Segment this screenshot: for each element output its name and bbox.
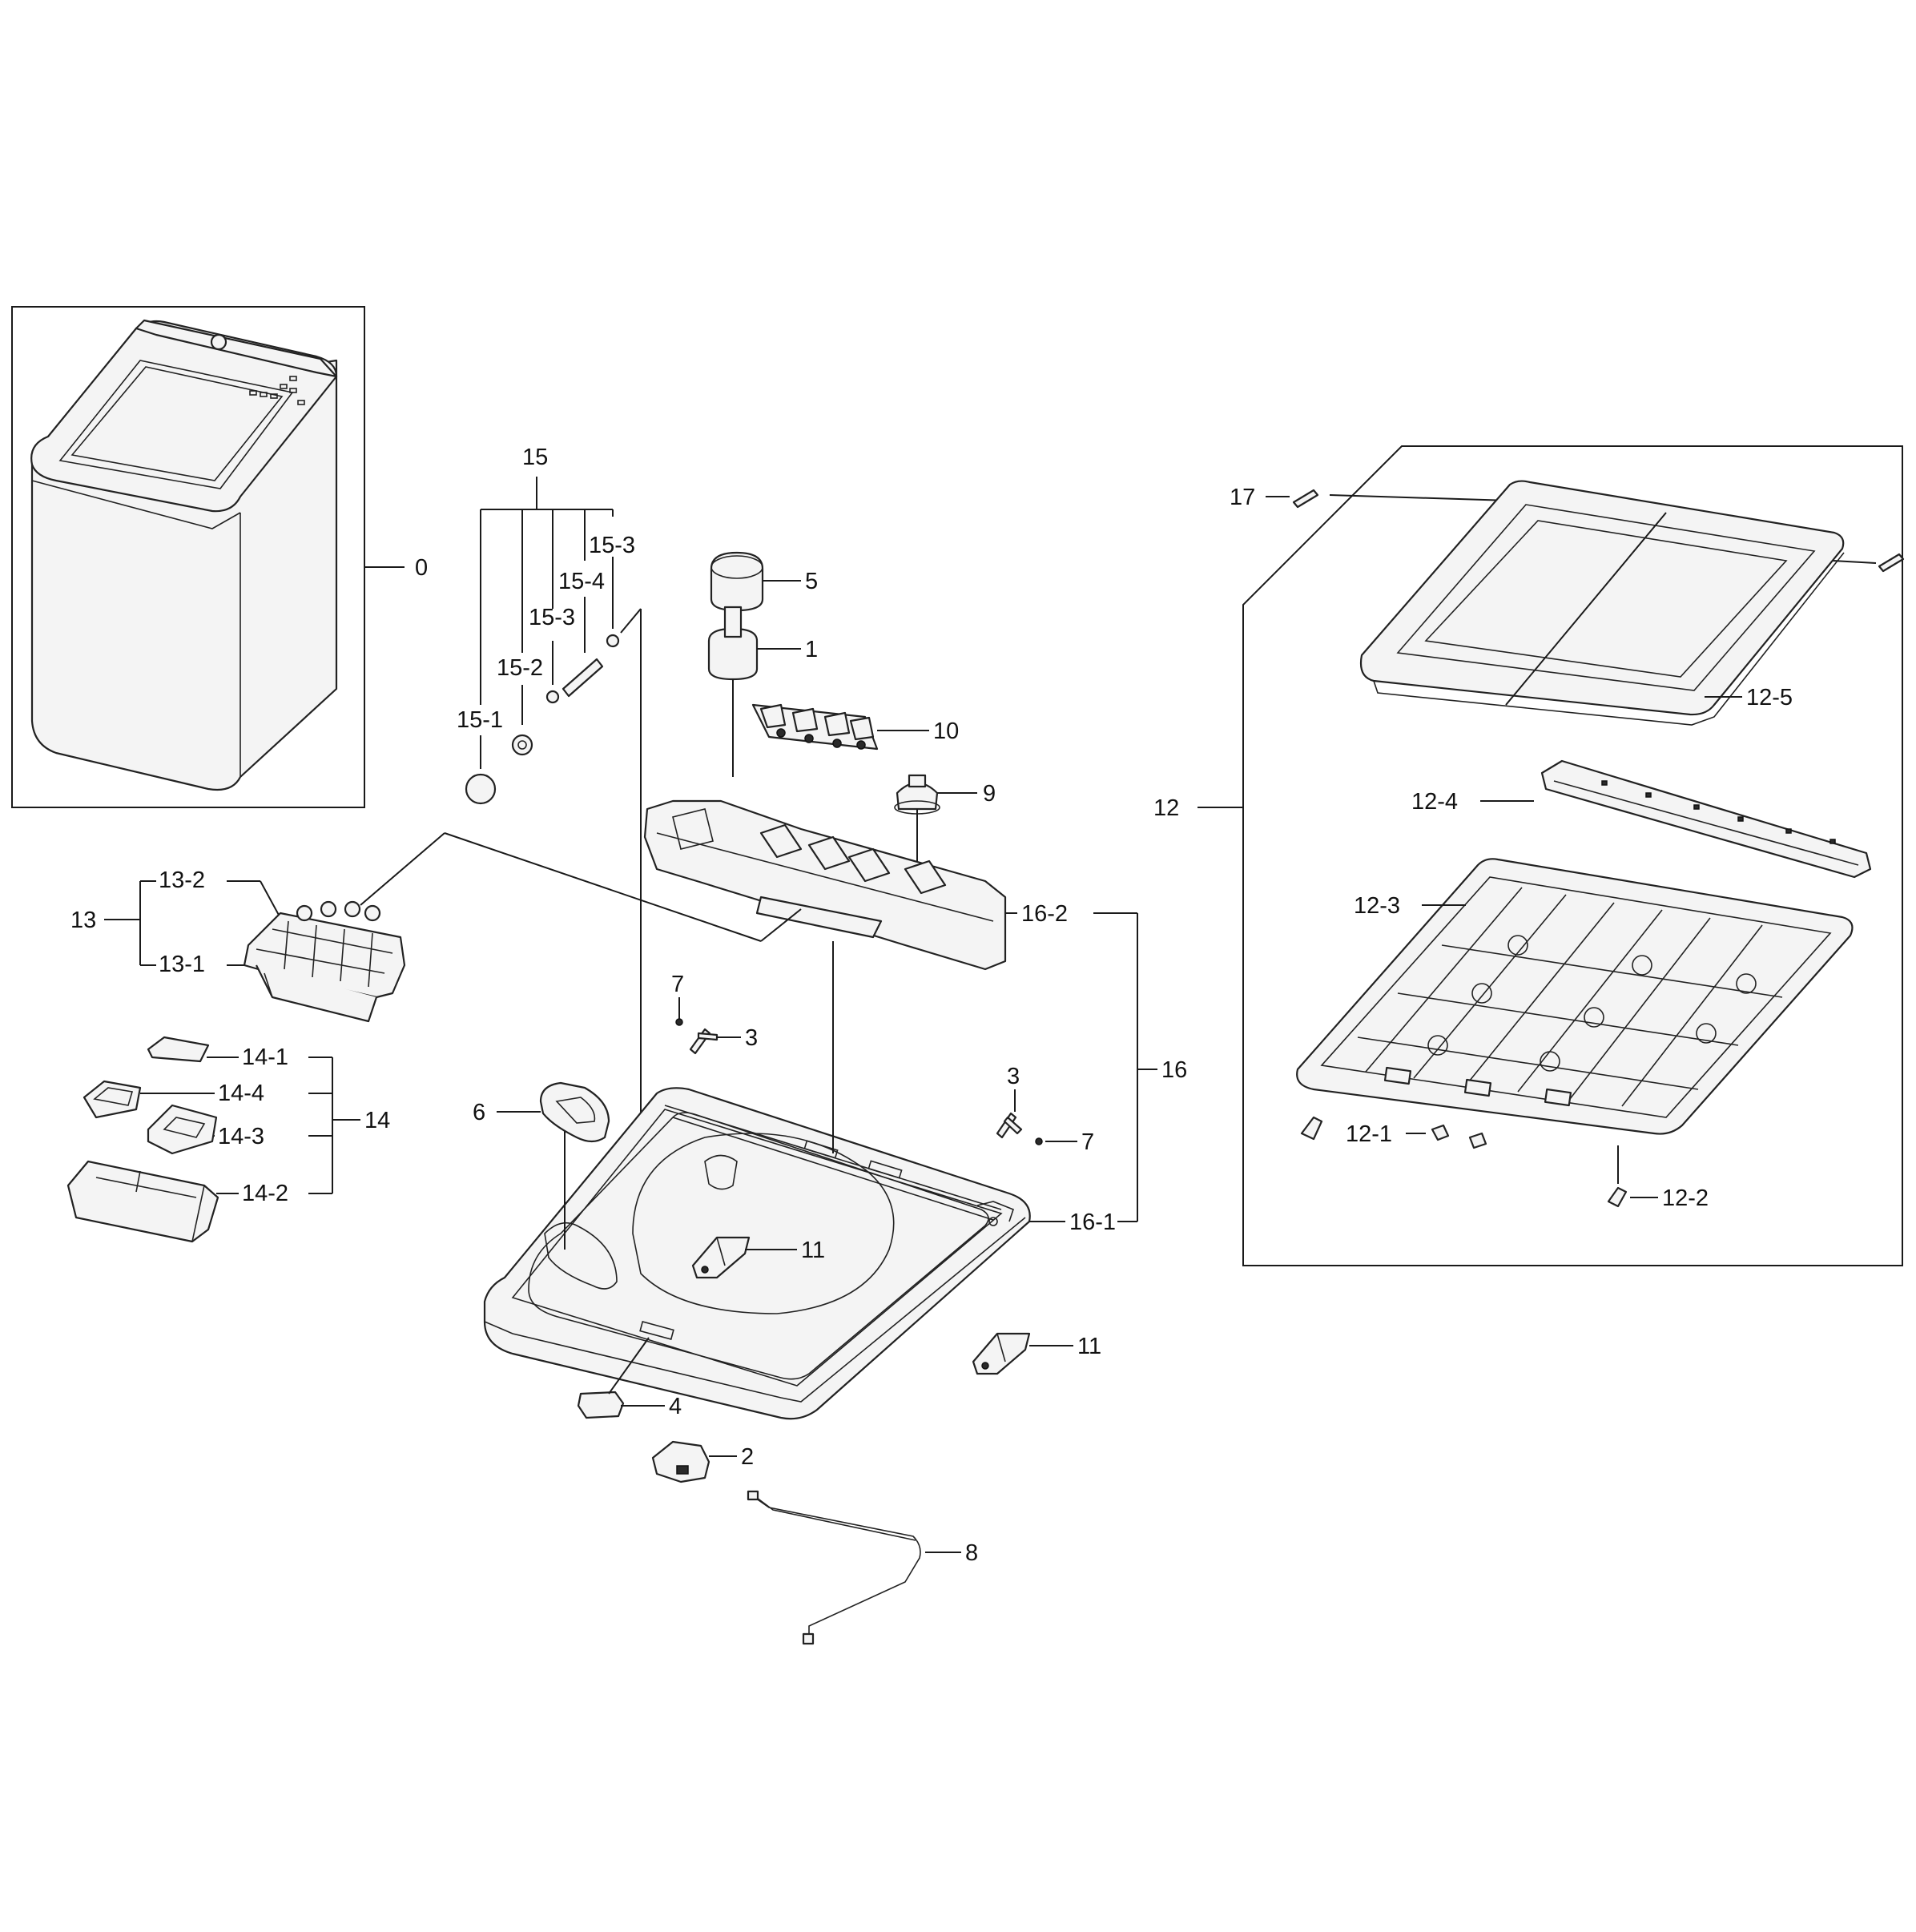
label-12-1: 12-1 xyxy=(1346,1121,1392,1147)
label-15-4: 15-4 xyxy=(558,569,605,594)
label-3-left: 3 xyxy=(745,1025,758,1051)
label-14-3: 14-3 xyxy=(218,1124,264,1149)
label-12: 12 xyxy=(1153,795,1179,821)
label-11-inner: 11 xyxy=(801,1238,825,1263)
label-14-4: 14-4 xyxy=(218,1081,264,1106)
hinge-rail-12-4 xyxy=(1480,759,1872,879)
hinge-pin-3-left xyxy=(689,1028,741,1055)
door-lock-2 xyxy=(651,1440,737,1483)
label-13-1: 13-1 xyxy=(159,952,205,977)
label-10: 10 xyxy=(933,718,959,744)
hose-nut-15-2 xyxy=(511,734,533,756)
label-14-2: 14-2 xyxy=(242,1181,288,1206)
drawer-tray-14-2 xyxy=(66,1160,219,1243)
drawer-insert-14-3 xyxy=(147,1104,218,1155)
hinge-bracket-11-inner xyxy=(691,1236,797,1279)
label-5: 5 xyxy=(805,569,818,594)
label-8: 8 xyxy=(965,1540,978,1566)
label-14: 14 xyxy=(364,1108,390,1133)
pressure-sensor-9 xyxy=(894,774,977,873)
label-12-3: 12-3 xyxy=(1354,893,1400,919)
hinge-pins-17 xyxy=(1266,489,1905,573)
drawer-14 xyxy=(66,1036,219,1243)
lid-frame-12-3 xyxy=(1296,858,1854,1135)
switch-block-10 xyxy=(751,703,929,751)
label-16: 16 xyxy=(1161,1057,1187,1083)
lid-glass-12-5 xyxy=(1359,480,1845,726)
label-7-left: 7 xyxy=(671,972,684,997)
knob-5 xyxy=(710,551,801,612)
bleach-cup-6 xyxy=(497,1081,610,1143)
label-15-2: 15-2 xyxy=(497,655,543,681)
label-13: 13 xyxy=(70,908,96,933)
lock-cover-4 xyxy=(577,1337,665,1419)
lid-parts-12-1-12-2 xyxy=(1300,1116,1658,1208)
label-15-1: 15-1 xyxy=(457,707,503,733)
shaft-1 xyxy=(707,606,801,777)
label-6: 6 xyxy=(473,1100,485,1125)
wire-harness-8 xyxy=(747,1490,961,1645)
dispenser-13-leaders xyxy=(104,832,802,966)
label-12-4: 12-4 xyxy=(1411,789,1458,815)
washer-assembly-frame xyxy=(11,306,405,808)
label-11-outer: 11 xyxy=(1077,1334,1101,1359)
hinge-bracket-11-outer xyxy=(972,1332,1073,1375)
label-16-1: 16-1 xyxy=(1069,1210,1116,1235)
screw-7-left xyxy=(675,997,683,1026)
screw-7-right xyxy=(1035,1137,1077,1145)
group-16-leaders xyxy=(1093,912,1157,1222)
label-12-5: 12-5 xyxy=(1746,685,1793,710)
hose-clip-15-3-lower xyxy=(545,690,560,704)
washer-illustration xyxy=(30,319,338,791)
label-4: 4 xyxy=(669,1394,682,1419)
label-7-right: 7 xyxy=(1081,1129,1094,1155)
hose-assembly-leaders xyxy=(480,477,614,769)
control-bracket-16-2 xyxy=(643,799,1017,971)
label-2: 2 xyxy=(741,1444,754,1470)
label-13-2: 13-2 xyxy=(159,867,205,893)
callout-labels: 0 15 15-3 15-4 15-3 15-2 15-1 5 1 10 9 1… xyxy=(70,445,1793,1566)
label-3-right: 3 xyxy=(1007,1064,1020,1089)
label-15: 15 xyxy=(522,445,548,470)
label-15-3-upper: 15-3 xyxy=(589,533,635,558)
hose-clip-15-3-upper xyxy=(606,634,620,648)
label-12-2: 12-2 xyxy=(1662,1185,1709,1211)
label-1: 1 xyxy=(805,637,818,662)
hinge-pin-3-right xyxy=(996,1089,1023,1139)
label-15-3-lower: 15-3 xyxy=(529,605,575,630)
drawer-cover-14-1 xyxy=(147,1036,210,1063)
hose-cap-15-1 xyxy=(465,773,497,805)
label-9: 9 xyxy=(983,781,996,807)
label-14-1: 14-1 xyxy=(242,1044,288,1070)
top-cover-16-1 xyxy=(483,1087,1065,1420)
label-16-2: 16-2 xyxy=(1021,901,1068,927)
dispenser-13 xyxy=(243,900,406,1023)
lid-assembly-frame xyxy=(1198,445,1903,1266)
label-17: 17 xyxy=(1230,485,1255,510)
hose-tube-15-4 xyxy=(562,658,604,698)
drawer-cup-14-4 xyxy=(83,1080,142,1119)
label-0: 0 xyxy=(415,555,428,581)
